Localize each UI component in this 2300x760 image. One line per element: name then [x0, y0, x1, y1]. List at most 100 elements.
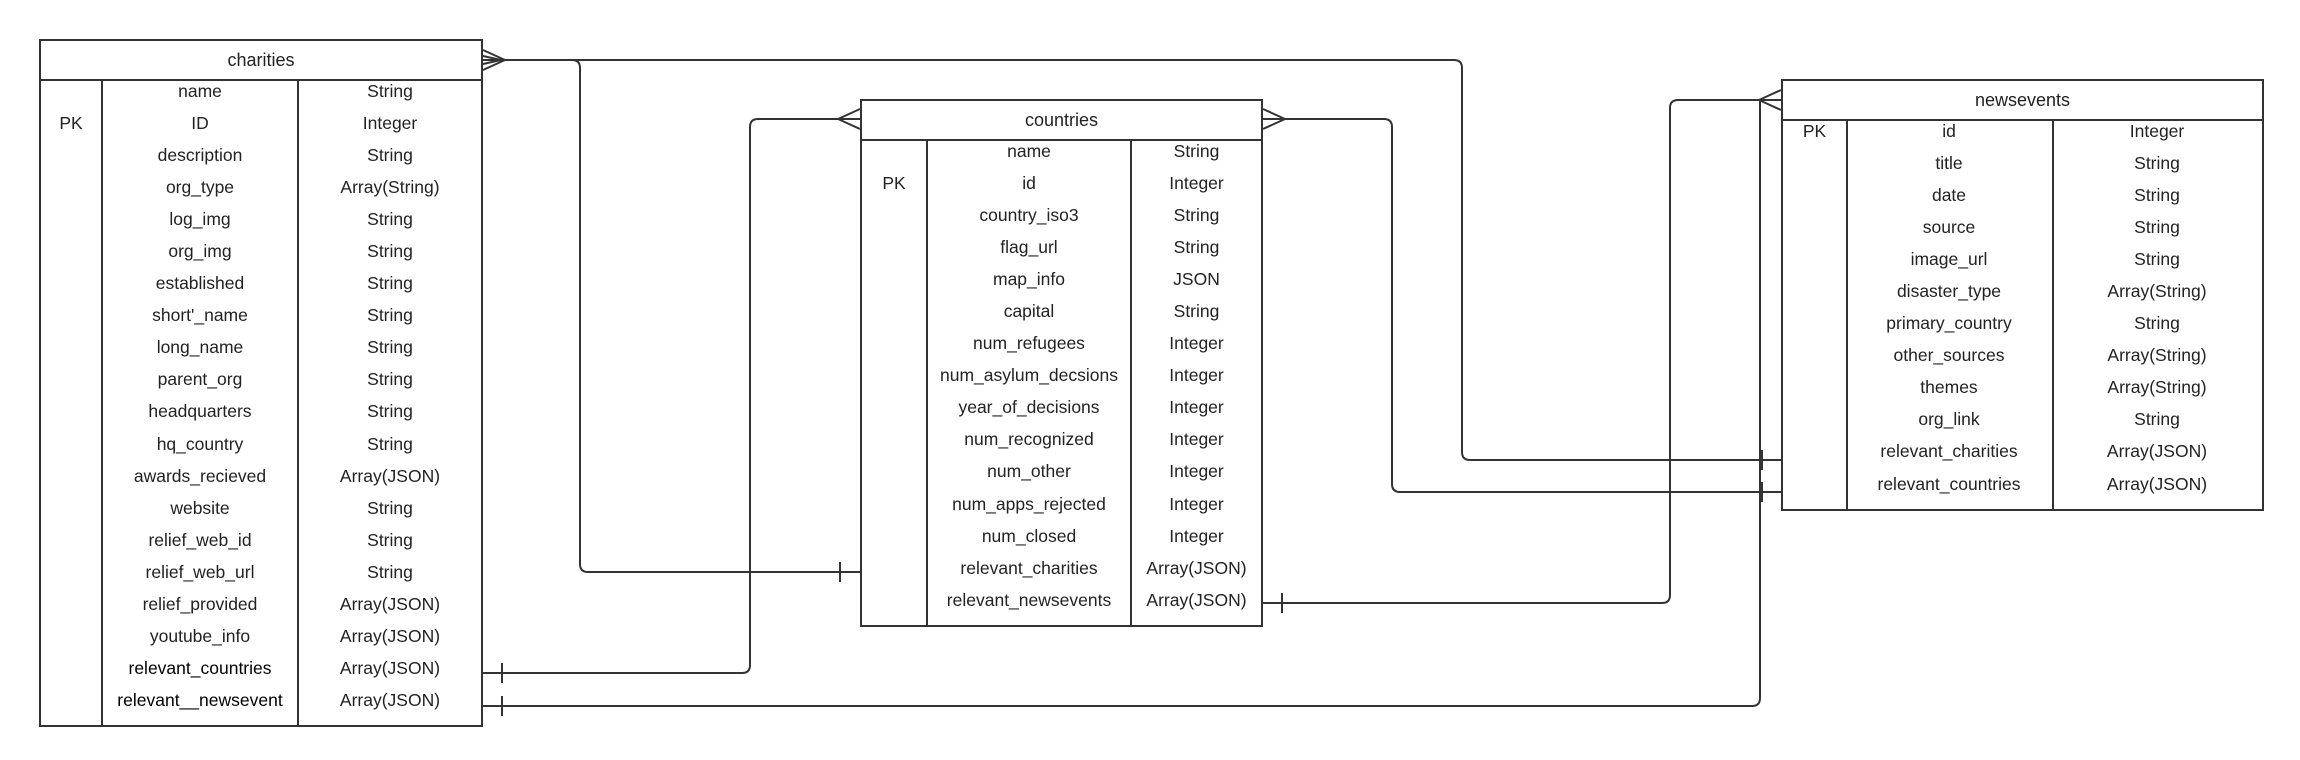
field-name: relevant_countries: [128, 657, 272, 678]
field-type: String: [367, 529, 413, 550]
field-key: [41, 562, 101, 594]
field-type: String: [367, 81, 413, 101]
field-key: [1783, 217, 1846, 249]
field-key: [41, 273, 101, 305]
field-name: log_img: [169, 209, 231, 230]
field-key: [862, 365, 926, 397]
field-key: [41, 626, 101, 658]
field-type: Integer: [2129, 121, 2185, 141]
field-key: [41, 177, 101, 209]
field-type: Array(JSON): [1146, 589, 1247, 610]
field-key: [1783, 281, 1846, 313]
field-key: [862, 494, 926, 526]
field-type: String: [2134, 409, 2180, 430]
crows-foot-charities: [482, 49, 506, 71]
field-name: name: [1007, 141, 1051, 161]
field-type: Integer: [1169, 173, 1224, 194]
field-type: String: [367, 561, 413, 582]
field-type: String: [1173, 205, 1220, 226]
field-key: [41, 209, 101, 241]
connector-charities-relevant-newsevent: [483, 100, 1761, 707]
field-key: [862, 397, 926, 429]
field-name: date: [1931, 185, 1967, 206]
field-key: PK: [1802, 121, 1827, 141]
field-type: String: [367, 337, 413, 358]
field-type: String: [367, 497, 413, 518]
field-type: Array(String): [340, 177, 440, 198]
field-key: [41, 466, 101, 498]
field-type: Array(String): [2107, 281, 2207, 302]
field-type: String: [367, 145, 413, 166]
field-type: Array(String): [2107, 345, 2207, 366]
field-key: [1783, 249, 1846, 281]
entity-title: countries: [862, 101, 1261, 141]
field-key: [862, 237, 926, 269]
crows-foot-countries-right: [1262, 108, 1286, 130]
field-key: [41, 530, 101, 562]
field-name: image_url: [1910, 249, 1988, 270]
entity-title: newsevents: [1783, 81, 2262, 121]
field-key: [862, 526, 926, 558]
field-type: String: [1173, 141, 1220, 161]
field-type: String: [1173, 301, 1220, 322]
field-name: youtube_info: [149, 625, 251, 646]
field-type: String: [367, 401, 413, 422]
field-key: [1783, 474, 1846, 506]
field-key: [862, 590, 926, 622]
field-type: String: [2134, 153, 2180, 174]
field-key: [41, 434, 101, 466]
field-key: [41, 690, 101, 722]
field-key: [1783, 185, 1846, 217]
field-name: relevant__newsevent: [117, 689, 283, 710]
field-type: Integer: [1169, 397, 1224, 418]
field-key: PK: [59, 113, 83, 134]
field-type: String: [2134, 217, 2180, 238]
field-name: description: [157, 145, 243, 166]
connector-charities-newsevents-countries: [483, 59, 1781, 461]
field-name: source: [1922, 217, 1976, 238]
field-name: long_name: [156, 337, 244, 358]
field-name: org_type: [165, 177, 235, 198]
field-name: relief_web_url: [145, 561, 255, 582]
field-type: Array(JSON): [339, 465, 441, 486]
field-type: Array(JSON): [339, 625, 441, 646]
field-key: [862, 141, 926, 173]
field-type: Integer: [1169, 493, 1224, 514]
field-key: [41, 337, 101, 369]
field-type: String: [367, 241, 413, 262]
field-name: map_info: [993, 269, 1065, 290]
field-name: name: [178, 81, 222, 101]
field-name: headquarters: [148, 401, 252, 422]
field-type: String: [367, 273, 413, 294]
field-name: established: [155, 273, 245, 294]
connector-charities-relevant-countries: [483, 118, 860, 674]
field-name: relief_provided: [142, 593, 258, 614]
field-name: short'_name: [152, 305, 248, 326]
field-name: relevant_newsevents: [946, 589, 1112, 610]
field-key: [862, 558, 926, 590]
field-type: Array(JSON): [339, 593, 441, 614]
field-key: [862, 333, 926, 365]
field-name: website: [170, 497, 230, 518]
field-key: [41, 305, 101, 337]
connector-countries-relevant-newsevents: [1263, 99, 1781, 604]
field-type: String: [367, 305, 413, 326]
field-type: Array(String): [2107, 377, 2207, 398]
field-name: num_asylum_decsions: [939, 365, 1118, 386]
crows-foot-countries-left: [837, 108, 861, 130]
field-key: [862, 205, 926, 237]
entity-title: charities: [41, 41, 481, 81]
field-type: Integer: [362, 113, 418, 134]
field-type: Array(JSON): [2106, 441, 2208, 462]
field-name: num_apps_rejected: [952, 493, 1106, 514]
field-type: JSON: [1173, 269, 1220, 290]
field-key: [1783, 345, 1846, 377]
field-key: PK: [882, 173, 906, 194]
field-key: [1783, 153, 1846, 185]
field-key: [41, 498, 101, 530]
